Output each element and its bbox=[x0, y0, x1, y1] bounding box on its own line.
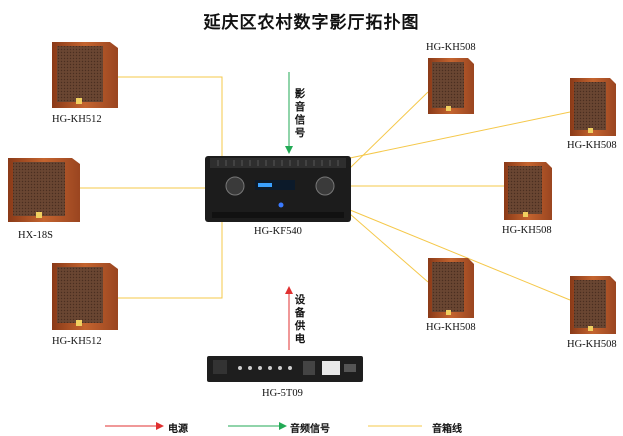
diagram-title: 延庆区农村数字影厅拓扑图 bbox=[203, 13, 420, 33]
label-r3: HG-KH508 bbox=[502, 225, 552, 236]
speaker-r4 bbox=[428, 258, 474, 318]
wire-r2 bbox=[349, 111, 571, 159]
label-left-mid: HX-18S bbox=[18, 230, 54, 241]
speaker-r5 bbox=[570, 276, 616, 334]
label-r2: HG-KH508 bbox=[567, 140, 617, 151]
label-r1: HG-KH508 bbox=[426, 42, 476, 53]
wire-left-bottom bbox=[110, 209, 223, 299]
label-amplifier: HG-KF540 bbox=[254, 226, 302, 237]
legend-speaker-label: 音箱线 bbox=[432, 424, 462, 435]
label-left-bottom: HG-KH512 bbox=[52, 336, 102, 347]
speaker-r1 bbox=[428, 58, 474, 114]
annotation-power-supply: 设备供电 bbox=[294, 294, 306, 345]
legend-audio-label: 音频信号 bbox=[290, 424, 330, 435]
amplifier-hg-kf540 bbox=[205, 156, 351, 222]
annotation-video-signal: 影音信号 bbox=[294, 88, 306, 139]
wire-r1 bbox=[349, 91, 429, 169]
label-left-top: HG-KH512 bbox=[52, 114, 102, 125]
label-power-sequencer: HG-5T09 bbox=[262, 388, 303, 399]
speaker-r3 bbox=[504, 162, 552, 220]
power-sequencer-hg-5t09 bbox=[207, 356, 363, 382]
speaker-left-top bbox=[52, 42, 118, 108]
speaker-r2 bbox=[570, 78, 616, 136]
label-r5: HG-KH508 bbox=[567, 339, 617, 350]
wire-r5 bbox=[349, 209, 571, 301]
label-r4: HG-KH508 bbox=[426, 322, 476, 333]
legend-power-label: 电源 bbox=[168, 424, 188, 435]
speaker-left-bottom bbox=[52, 263, 118, 330]
wire-r4 bbox=[349, 213, 429, 283]
subwoofer-left-mid bbox=[8, 158, 80, 222]
